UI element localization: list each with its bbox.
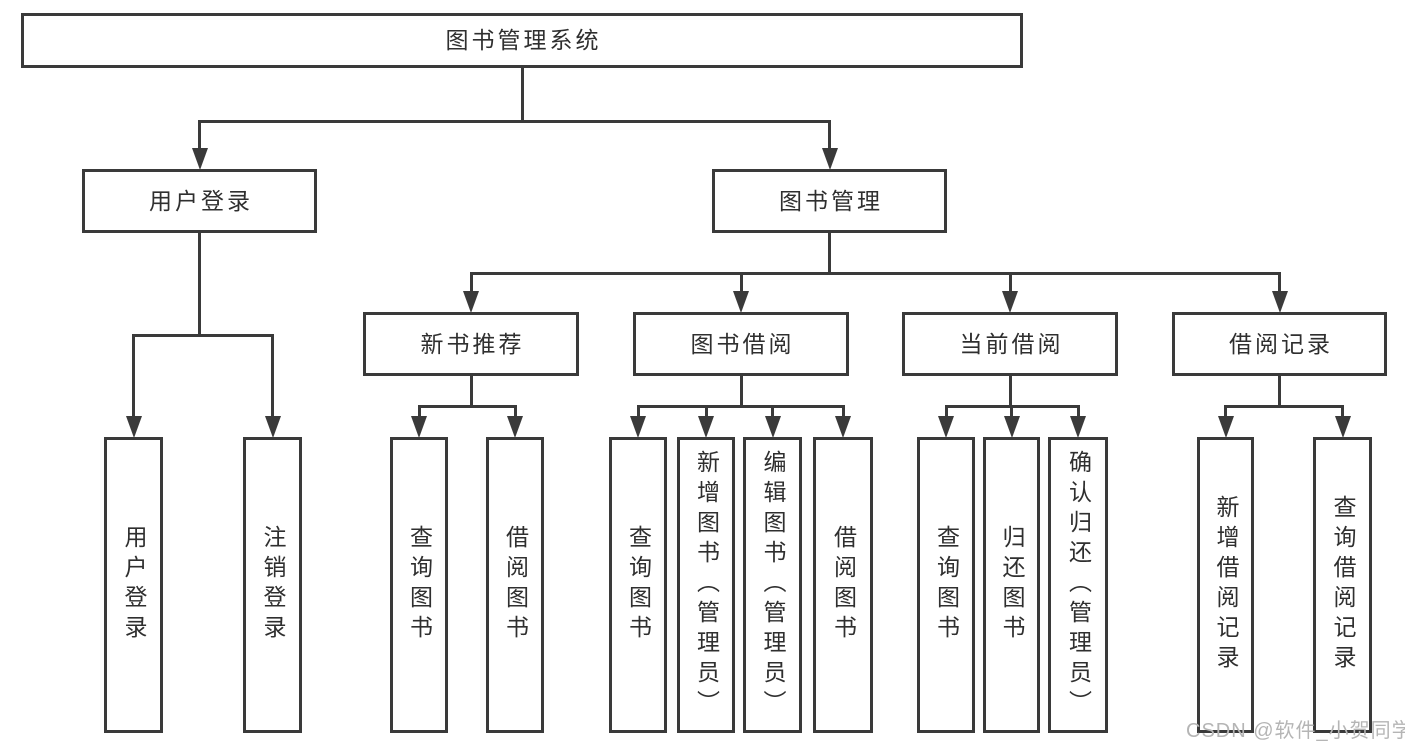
connector-line	[520, 68, 524, 123]
arrow-down-icon	[1334, 416, 1351, 438]
node-current-borrowing: 当前借阅	[902, 312, 1118, 376]
connector-line	[198, 120, 831, 123]
connector-line	[1278, 275, 1281, 294]
csdn-watermark: CSDN @软件_小贺同学	[1186, 720, 1405, 742]
connector-line	[1008, 376, 1012, 408]
connector-line	[1008, 275, 1012, 294]
node-leaf-return-book: 归还图书	[983, 437, 1040, 733]
node-label-leaf-query-record: 查询借阅记录	[1330, 495, 1356, 675]
node-leaf-borrow-book-2: 借阅图书	[813, 437, 873, 733]
connector-line	[636, 408, 640, 419]
arrow-down-icon	[630, 416, 646, 438]
arrow-down-icon	[191, 148, 208, 170]
connector-line	[271, 337, 274, 419]
node-leaf-query-book-3: 查询图书	[917, 437, 975, 733]
arrow-down-icon	[733, 291, 749, 313]
node-label-leaf-confirm-return: 确认归还（管理员）	[1065, 450, 1092, 720]
connector-line	[1224, 405, 1344, 408]
node-label-leaf-add-record: 新增借阅记录	[1213, 495, 1239, 675]
node-book-borrowing: 图书借阅	[633, 312, 849, 376]
node-label-leaf-query-book-3: 查询图书	[933, 525, 960, 645]
connector-line	[828, 233, 831, 275]
arrow-down-icon	[698, 416, 714, 438]
node-label-leaf-borrow-book-1: 借阅图书	[502, 525, 529, 645]
node-label-user-login: 用户登录	[149, 187, 253, 214]
node-label-book-borrowing: 图书借阅	[690, 330, 795, 357]
node-leaf-query-book-2: 查询图书	[609, 437, 667, 733]
connector-line	[513, 408, 517, 419]
connector-line	[469, 376, 473, 408]
arrow-down-icon	[264, 416, 281, 438]
connector-line	[1076, 408, 1080, 419]
connector-line	[739, 275, 743, 294]
connector-line	[198, 123, 201, 151]
node-library-system: 图书管理系统	[21, 13, 1023, 68]
node-label-leaf-query-book-1: 查询图书	[406, 525, 433, 645]
arrow-down-icon	[507, 416, 523, 438]
connector-line	[944, 405, 1080, 408]
node-book-management: 图书管理	[712, 169, 947, 233]
arrow-down-icon	[411, 416, 427, 438]
arrow-down-icon	[1070, 416, 1086, 438]
connector-line	[1341, 408, 1344, 419]
arrow-down-icon	[463, 291, 479, 313]
connector-line	[469, 275, 473, 294]
arrow-down-icon	[1271, 291, 1288, 313]
connector-line	[636, 405, 845, 408]
connector-line	[469, 272, 1281, 275]
arrow-down-icon	[1002, 291, 1018, 313]
connector-line	[1278, 376, 1281, 408]
node-label-leaf-user-login: 用户登录	[121, 525, 147, 645]
node-leaf-edit-book: 编辑图书（管理员）	[743, 437, 802, 733]
arrow-down-icon	[764, 416, 781, 438]
connector-line	[198, 233, 201, 337]
node-label-leaf-query-book-2: 查询图书	[625, 525, 652, 645]
connector-line	[132, 334, 274, 337]
node-label-leaf-add-book: 新增图书（管理员）	[693, 450, 720, 720]
node-leaf-query-record: 查询借阅记录	[1313, 437, 1372, 733]
node-new-book-recommend: 新书推荐	[363, 312, 579, 376]
connector-line	[1224, 408, 1227, 419]
arrow-down-icon	[125, 416, 142, 438]
node-leaf-user-login: 用户登录	[104, 437, 163, 733]
node-label-leaf-edit-book: 编辑图书（管理员）	[760, 450, 786, 720]
arrow-down-icon	[1003, 416, 1020, 438]
node-leaf-borrow-book-1: 借阅图书	[486, 437, 544, 733]
connector-line	[771, 408, 774, 419]
arrow-down-icon	[1217, 416, 1234, 438]
node-leaf-add-record: 新增借阅记录	[1197, 437, 1254, 733]
node-leaf-logout: 注销登录	[243, 437, 302, 733]
arrow-down-icon	[835, 416, 851, 438]
arrow-down-icon	[938, 416, 954, 438]
connector-line	[739, 376, 743, 408]
node-label-book-management: 图书管理	[779, 187, 883, 214]
connector-line	[841, 408, 845, 419]
connector-line	[1010, 408, 1013, 419]
node-leaf-confirm-return: 确认归还（管理员）	[1048, 437, 1108, 733]
connector-line	[417, 405, 517, 408]
node-label-borrow-records: 借阅记录	[1229, 330, 1333, 357]
connector-line	[704, 408, 708, 419]
node-borrow-records: 借阅记录	[1172, 312, 1387, 376]
connector-line	[828, 123, 831, 151]
node-label-leaf-logout: 注销登录	[260, 525, 286, 645]
node-label-leaf-return-book: 归还图书	[999, 525, 1025, 645]
node-label-leaf-borrow-book-2: 借阅图书	[830, 525, 857, 645]
connector-line	[944, 408, 948, 419]
connector-line	[417, 408, 421, 419]
node-leaf-query-book-1: 查询图书	[390, 437, 448, 733]
connector-line	[132, 337, 135, 419]
node-user-login: 用户登录	[82, 169, 317, 233]
node-label-library-system: 图书管理系统	[445, 27, 602, 53]
node-leaf-add-book: 新增图书（管理员）	[677, 437, 735, 733]
node-label-new-book-recommend: 新书推荐	[420, 330, 525, 357]
node-label-current-borrowing: 当前借阅	[959, 330, 1064, 357]
arrow-down-icon	[821, 148, 838, 170]
